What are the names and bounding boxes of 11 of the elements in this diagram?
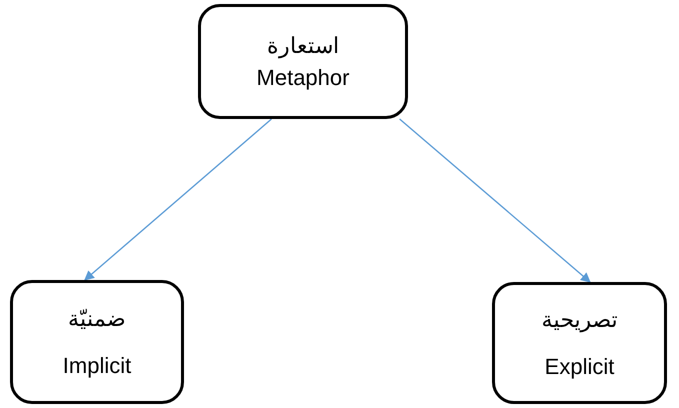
rounded-box [198,4,408,119]
rounded-box [10,280,184,404]
english-term: Explicit [544,353,614,380]
arrow [399,118,591,283]
english-term: Metaphor [256,64,350,91]
arrow [84,118,272,281]
english-term: Implicit [62,352,132,380]
arabic-term: استعارة [267,32,339,60]
rounded-box [492,282,667,404]
arabic-term: ضمنيّة [68,304,126,332]
arabic-term: تصريحية [542,306,618,333]
